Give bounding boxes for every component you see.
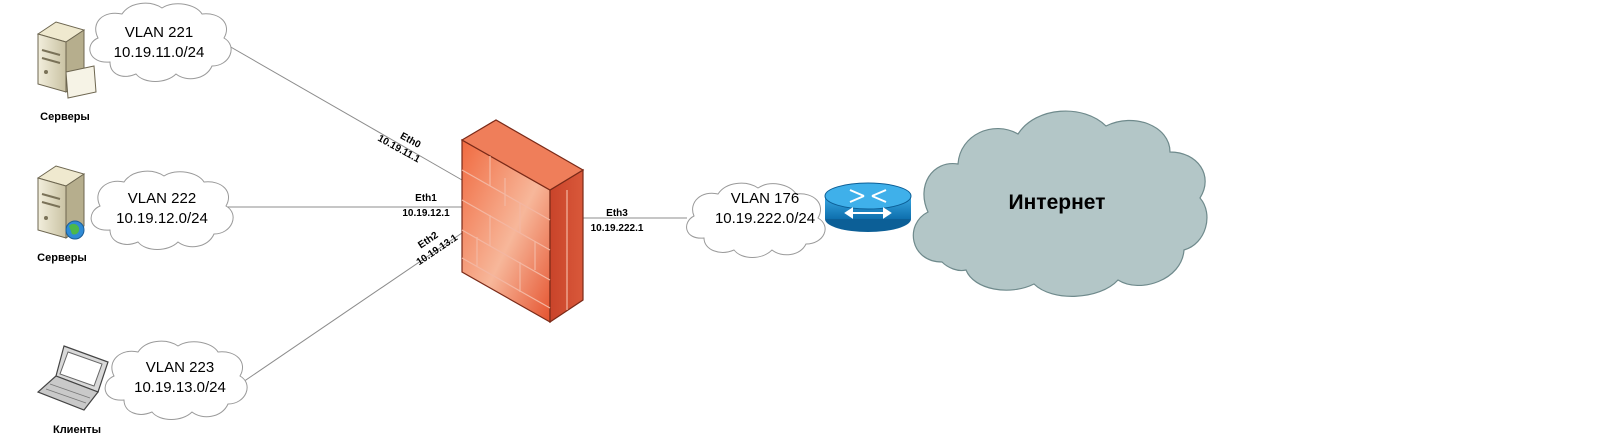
link-vlan221-eth0 [221,41,463,181]
server-icon [36,21,97,99]
laptop-icon [36,345,109,411]
clients-caption: Клиенты [53,424,101,436]
eth3-name: Eth3 [606,208,628,219]
vlan-221-name: VLAN 221 [125,24,193,41]
router-icon [824,182,912,232]
vlan-cloud-222 [90,170,234,250]
servers-caption-1: Серверы [40,111,90,123]
vlan-176-network: 10.19.222.0/24 [715,210,815,227]
vlan-cloud-176 [686,182,826,258]
web-server-icon [36,165,86,240]
eth3-ip: 10.19.222.1 [591,223,644,234]
vlan-222-name: VLAN 222 [128,190,196,207]
vlan-223-network: 10.19.13.0/24 [134,379,226,396]
vlan-176-name: VLAN 176 [731,190,799,207]
cloud-icon [912,110,1208,297]
vlan-cloud-223 [104,340,248,420]
vlan-223-name: VLAN 223 [146,359,214,376]
firewall-icon [460,119,585,324]
vlan-221-network: 10.19.11.0/24 [114,44,205,61]
servers-caption-2: Серверы [37,252,87,264]
vlan-222-network: 10.19.12.0/24 [116,210,208,227]
links [221,41,687,385]
eth1-name: Eth1 [415,193,437,204]
internet-label: Интернет [1009,191,1106,214]
eth1-ip: 10.19.12.1 [402,208,450,219]
vlan-cloud-221 [89,2,232,82]
link-vlan223-eth2 [239,232,463,385]
